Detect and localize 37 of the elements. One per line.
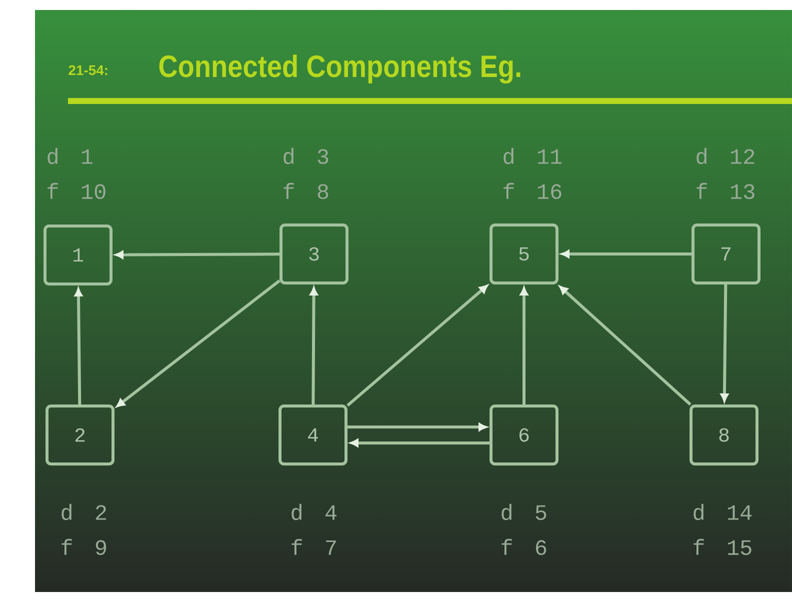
- time-label: d 14: [694, 504, 752, 520]
- slide-title: Connected Components Eg.: [159, 54, 520, 84]
- node-box: 4: [278, 404, 348, 466]
- arrow: [720, 284, 728, 402]
- time-label: d 11: [504, 148, 562, 164]
- node-box: 5: [490, 223, 558, 284]
- time-label: d 2: [62, 504, 106, 520]
- time-label: d 4: [292, 504, 336, 520]
- node-box: 3: [280, 223, 348, 284]
- arrow: [561, 250, 692, 258]
- node-box: 8: [690, 404, 758, 466]
- arrow: [310, 287, 318, 404]
- time-label: d 3: [284, 148, 328, 164]
- node-box: 7: [692, 223, 760, 284]
- arrow: [348, 423, 487, 431]
- time-label: f 6: [502, 538, 546, 556]
- arrow: [74, 288, 82, 404]
- time-label: d 5: [502, 504, 546, 520]
- time-label: f 13: [696, 182, 754, 200]
- arrow: [520, 287, 528, 404]
- time-label: d 12: [696, 148, 754, 164]
- time-label: f 9: [62, 538, 106, 556]
- time-label: f 10: [48, 182, 106, 200]
- time-label: f 8: [284, 182, 328, 200]
- arrow: [116, 279, 280, 408]
- arrow: [346, 284, 488, 407]
- time-label: f 15: [694, 538, 752, 556]
- arrow: [559, 286, 692, 406]
- arrow: [350, 438, 490, 447]
- node-box: 6: [490, 404, 558, 466]
- time-label: d 1: [48, 148, 92, 164]
- time-label: f 7: [292, 539, 336, 555]
- node-box: 2: [46, 404, 114, 466]
- node-box: 1: [44, 224, 112, 286]
- time-label: f 16: [504, 182, 562, 200]
- slide-number: 21-54:: [68, 65, 108, 76]
- arrow: [115, 250, 280, 259]
